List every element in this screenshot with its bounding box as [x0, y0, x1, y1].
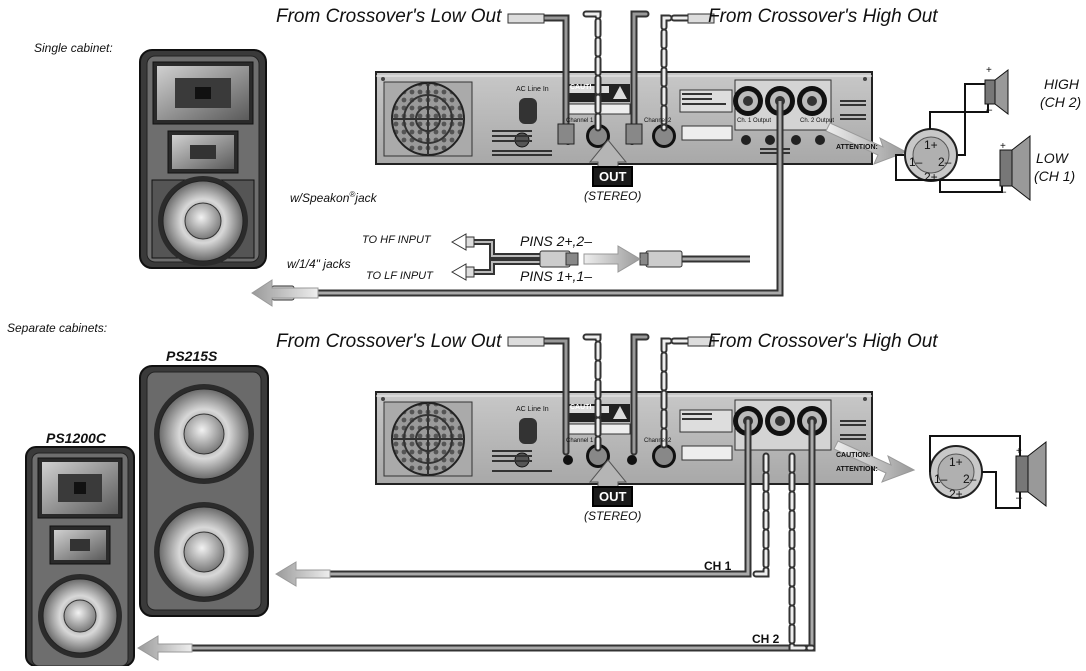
plus-high-top: + — [986, 65, 992, 76]
high-ch2-label-line2: (CH 2) — [1040, 94, 1081, 110]
minus-high-top: – — [986, 104, 992, 116]
arrow-to-cabinet-top — [252, 280, 318, 306]
caution-sticker-top: CAUTI — [570, 84, 591, 91]
attention-label-top: ATTENTION: — [836, 144, 878, 151]
ch2-label: CH 2 — [752, 632, 779, 646]
ps1200c-cabinet — [26, 447, 134, 666]
plus-low-top: + — [1000, 141, 1006, 152]
to-hf-input-label: TO HF INPUT — [362, 234, 431, 246]
ps215s-label: PS215S — [166, 348, 217, 364]
ac-line-label-top: AC Line In — [516, 86, 549, 93]
pins-high-label: PINS 2+,2– — [520, 233, 592, 249]
ch1-label: CH 1 — [704, 559, 731, 573]
amplifier-bottom — [376, 392, 872, 484]
ch2-output-label-top: Ch. 2 Output — [800, 118, 834, 124]
arrow-to-ps1200c — [138, 636, 192, 660]
channel1-label-bottom: Channel 1 — [566, 438, 593, 444]
channel2-label-top: Channel 2 — [644, 118, 671, 124]
ps215s-cabinet — [140, 366, 268, 616]
stereo-label-top: (STEREO) — [584, 189, 641, 203]
crossover-high-label-bottom: From Crossover's High Out — [708, 331, 938, 353]
single-cabinet-speaker — [140, 50, 266, 268]
ac-line-label-bottom: AC Line In — [516, 406, 549, 413]
high-ch2-label-line1: HIGH — [1044, 76, 1079, 92]
out-badge-top: OUT — [592, 166, 633, 187]
speakon-label: w/Speakon®jack — [290, 190, 377, 205]
plus-bottom: + — [1016, 446, 1022, 457]
minus-low-top: – — [1000, 186, 1006, 198]
arrow-split-right — [584, 246, 640, 272]
ch1-output-label-top: Ch. 1 Output — [737, 118, 771, 124]
crossover-low-label-bottom: From Crossover's Low Out — [276, 331, 501, 353]
out-badge-bottom: OUT — [592, 486, 633, 507]
pin-2minus-top: 2– — [938, 155, 951, 169]
amplifier-top — [376, 72, 872, 164]
arrow-to-ps215s — [276, 562, 330, 586]
low-ch1-label-line2: (CH 1) — [1034, 168, 1075, 184]
ps1200c-label: PS1200C — [46, 430, 106, 446]
pin-1plus-bottom: 1+ — [949, 455, 963, 469]
channel1-label-top: Channel 1 — [566, 118, 593, 124]
caution-label-bottom: CAUTION: — [836, 452, 870, 459]
pin-2minus-bottom: 2– — [963, 472, 976, 486]
to-lf-input-label: TO LF INPUT — [366, 270, 433, 282]
pins-low-label: PINS 1+,1– — [520, 268, 592, 284]
pin-2plus-top: 2+ — [924, 170, 938, 184]
pin-2plus-bottom: 2+ — [949, 487, 963, 501]
pin-1minus-top: 1– — [909, 155, 922, 169]
pin-1minus-bottom: 1– — [934, 472, 947, 486]
speakon-prefix: w/Speakon — [290, 191, 349, 205]
channel2-label-bottom: Channel 2 — [644, 438, 671, 444]
minus-bottom: – — [1016, 492, 1022, 504]
stereo-label-bottom: (STEREO) — [584, 509, 641, 523]
quarter-jacks-label: w/1/4" jacks — [287, 257, 351, 271]
single-cabinet-label: Single cabinet: — [34, 41, 113, 55]
crossover-low-label-top: From Crossover's Low Out — [276, 6, 501, 28]
pin-1plus-top: 1+ — [924, 138, 938, 152]
low-ch1-label-line1: LOW — [1036, 150, 1068, 166]
caution-sticker-bottom: CAUTI — [570, 404, 591, 411]
speakon-suffix: jack — [355, 191, 376, 205]
separate-cabinets-label: Separate cabinets: — [7, 321, 107, 335]
attention-label-bottom: ATTENTION: — [836, 466, 878, 473]
crossover-high-label-top: From Crossover's High Out — [708, 6, 938, 28]
